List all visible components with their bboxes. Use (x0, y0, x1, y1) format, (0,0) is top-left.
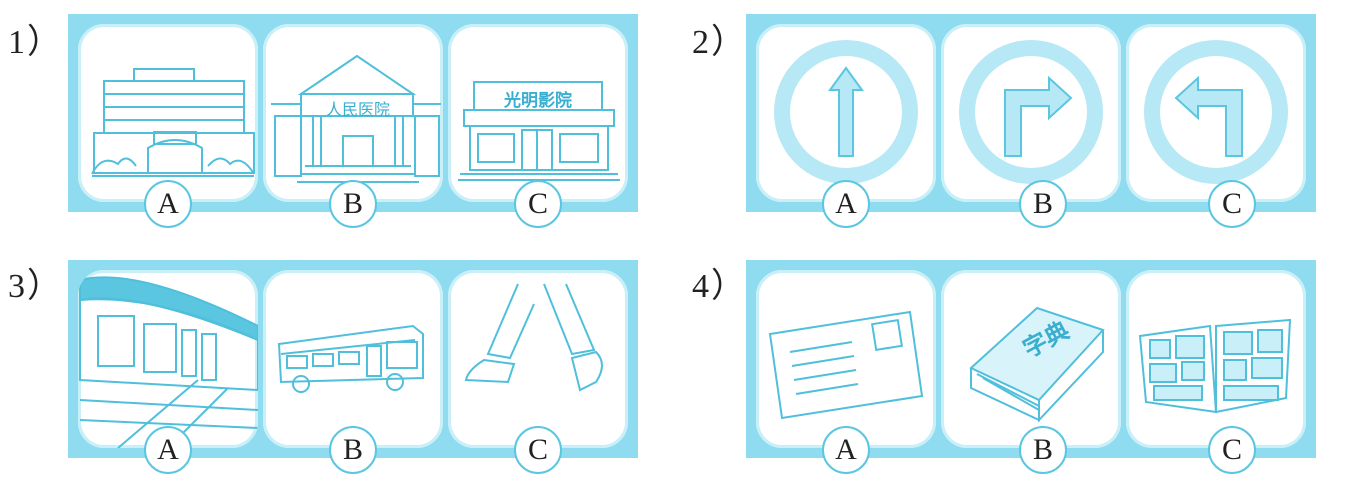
option-1a-label[interactable]: A (144, 180, 192, 228)
option-4b-cell[interactable]: 字典 (941, 270, 1121, 448)
option-1b-cell[interactable]: 人民医院 (263, 24, 443, 202)
option-3b-label[interactable]: B (329, 426, 377, 474)
question-3-panel (68, 260, 638, 458)
option-4c-label[interactable]: C (1208, 426, 1256, 474)
option-1c-cell[interactable]: 光明影院 (448, 24, 628, 202)
question-number-3: 3） (8, 268, 63, 305)
picture-book-icon (1138, 318, 1292, 414)
option-1c-label[interactable]: C (514, 180, 562, 228)
turn-right-arrow-icon (959, 40, 1103, 184)
question-2-panel (746, 14, 1316, 212)
turn-left-arrow-icon (1144, 40, 1288, 184)
cinema-building-icon (458, 81, 620, 181)
option-1a-cell[interactable] (78, 24, 258, 202)
option-4c-cell[interactable] (1126, 270, 1306, 448)
option-2c-cell[interactable] (1126, 24, 1306, 202)
option-4b-label[interactable]: B (1019, 426, 1067, 474)
bus-icon (277, 324, 424, 393)
school-building-icon (91, 68, 255, 177)
option-2a-label[interactable]: A (822, 180, 870, 228)
option-3c-cell[interactable] (448, 270, 628, 448)
option-2a-cell[interactable] (756, 24, 936, 202)
option-3b-cell[interactable] (263, 270, 443, 448)
question-1-panel: 人民医院 光明影院 (68, 14, 638, 212)
option-3a-label[interactable]: A (144, 426, 192, 474)
option-2c-label[interactable]: C (1208, 180, 1256, 228)
cinema-sign-text: 光明影院 (504, 91, 572, 111)
option-2b-label[interactable]: B (1019, 180, 1067, 228)
option-4a-cell[interactable] (756, 270, 936, 448)
subway-train-icon (79, 276, 258, 448)
question-4-panel: 字典 (746, 260, 1316, 458)
straight-arrow-icon (774, 40, 918, 184)
option-1b-label[interactable]: B (329, 180, 377, 228)
question-number-1: 1） (8, 24, 63, 61)
option-2b-cell[interactable] (941, 24, 1121, 202)
option-3c-label[interactable]: C (514, 426, 562, 474)
question-number-2: 2） (692, 24, 747, 61)
option-4a-label[interactable]: A (822, 426, 870, 474)
walking-feet-icon (464, 283, 603, 392)
hospital-sign-text: 人民医院 (325, 100, 390, 119)
postcard-icon (768, 310, 924, 420)
dictionary-icon (969, 306, 1105, 423)
hospital-building-icon (271, 54, 441, 183)
question-number-4: 4） (692, 268, 747, 305)
option-3a-cell[interactable] (78, 270, 258, 448)
